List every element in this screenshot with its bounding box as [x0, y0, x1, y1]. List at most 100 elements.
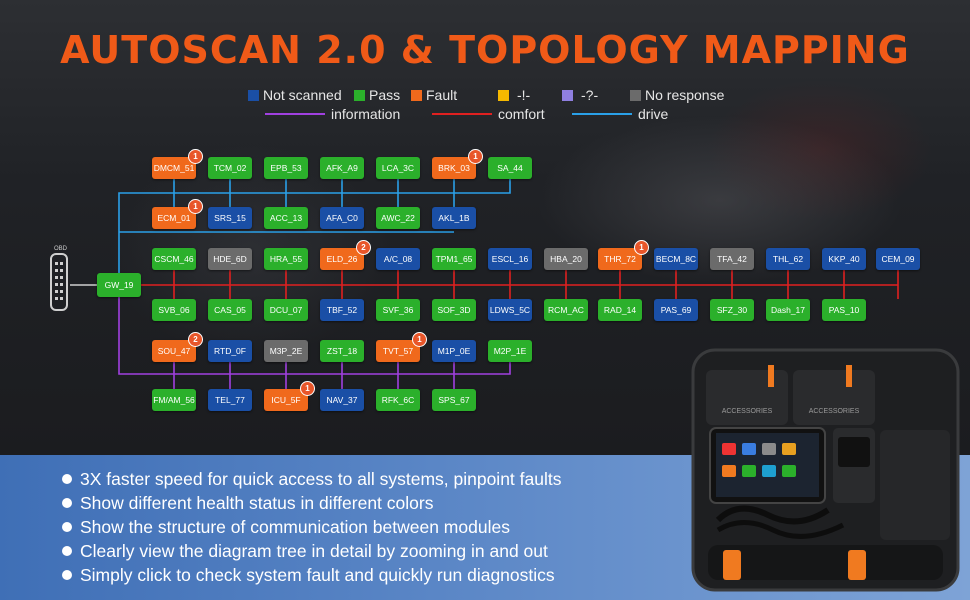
- module-label: AWC_22: [381, 213, 415, 223]
- module-node[interactable]: THL_62: [766, 248, 810, 270]
- legend-information: information: [265, 106, 400, 122]
- module-node[interactable]: SVF_36: [376, 299, 420, 321]
- module-node[interactable]: A/C_08: [376, 248, 420, 270]
- module-node[interactable]: LDWS_5C: [488, 299, 532, 321]
- legend-label: information: [331, 106, 401, 122]
- module-label: SFZ_30: [716, 305, 748, 315]
- module-node[interactable]: KKP_40: [822, 248, 866, 270]
- module-node[interactable]: SA_44: [488, 157, 532, 179]
- module-label: TVT_57: [382, 346, 414, 356]
- module-node[interactable]: TBF_52: [320, 299, 364, 321]
- legend-pass: Pass: [354, 87, 400, 103]
- module-node[interactable]: PAS_10: [822, 299, 866, 321]
- module-label: HDE_6D: [213, 254, 247, 264]
- module-node[interactable]: RCM_AC: [544, 299, 588, 321]
- scan-tool-case-image: ACCESSORIES ACCESSORIES: [691, 348, 960, 592]
- module-label: AFA_C0: [326, 213, 358, 223]
- feature-text: Clearly view the diagram tree in detail …: [80, 540, 548, 561]
- bullet-icon: [62, 522, 72, 532]
- module-label: GW_19: [104, 280, 134, 290]
- module-node[interactable]: NAV_37: [320, 389, 364, 411]
- module-node[interactable]: Dash_17: [766, 299, 810, 321]
- module-label: THR_72: [604, 254, 636, 264]
- module-label: DMCM_51: [153, 163, 195, 173]
- legend-no-response: No response: [630, 87, 724, 103]
- module-node[interactable]: LCA_3C: [376, 157, 420, 179]
- module-node[interactable]: AFA_C0: [320, 207, 364, 229]
- module-node[interactable]: HDE_6D: [208, 248, 252, 270]
- module-node[interactable]: RTD_0F: [208, 340, 252, 362]
- case-label: ACCESSORIES: [809, 408, 860, 415]
- feature-text: 3X faster speed for quick access to all …: [80, 468, 562, 489]
- gateway-module[interactable]: GW_19: [97, 273, 141, 297]
- module-node[interactable]: M2P_1E: [488, 340, 532, 362]
- module-node[interactable]: TEL_77: [208, 389, 252, 411]
- module-node[interactable]: HBA_20: [544, 248, 588, 270]
- module-label: NAV_37: [326, 395, 358, 405]
- fault-count-badge: 1: [634, 240, 649, 255]
- module-node[interactable]: AWC_22: [376, 207, 420, 229]
- module-node[interactable]: ESCL_16: [488, 248, 532, 270]
- feature-item: Show different health status in differen…: [62, 491, 561, 515]
- fault-count-badge: 2: [188, 332, 203, 347]
- module-node[interactable]: FM/AM_56: [152, 389, 196, 411]
- module-label: M2P_1E: [493, 346, 527, 356]
- module-node[interactable]: CAS_05: [208, 299, 252, 321]
- module-node[interactable]: CSCM_46: [152, 248, 196, 270]
- legend-label: drive: [638, 106, 669, 122]
- fault-count-badge: 2: [356, 240, 371, 255]
- module-node[interactable]: ACC_13: [264, 207, 308, 229]
- module-node[interactable]: EPB_53: [264, 157, 308, 179]
- case-label: ACCESSORIES: [722, 408, 773, 415]
- module-label: M3P_2E: [269, 346, 303, 356]
- legend-label: Fault: [426, 87, 458, 103]
- module-node[interactable]: SRS_15: [208, 207, 252, 229]
- legend-line-swatch: [432, 113, 492, 115]
- module-label: DCU_07: [269, 305, 303, 315]
- module-node[interactable]: RAD_14: [598, 299, 642, 321]
- module-node[interactable]: TFA_42: [710, 248, 754, 270]
- module-label: KKP_40: [828, 254, 860, 264]
- module-node[interactable]: AKL_1B: [432, 207, 476, 229]
- module-node[interactable]: DCU_07: [264, 299, 308, 321]
- module-node[interactable]: RFK_6C: [376, 389, 420, 411]
- module-node[interactable]: HRA_55: [264, 248, 308, 270]
- module-label: FM/AM_56: [153, 395, 195, 405]
- obd-connector-icon: [50, 253, 68, 311]
- feature-item: Simply click to check system fault and q…: [62, 563, 561, 587]
- module-label: LCA_3C: [381, 163, 415, 173]
- module-label: RFK_6C: [381, 395, 415, 405]
- module-label: AKL_1B: [438, 213, 470, 223]
- module-node[interactable]: CEM_09: [876, 248, 920, 270]
- module-label: ELD_26: [326, 254, 358, 264]
- module-node[interactable]: PAS_69: [654, 299, 698, 321]
- module-node[interactable]: TCM_02: [208, 157, 252, 179]
- module-label: CAS_05: [214, 305, 246, 315]
- module-node[interactable]: M1P_0E: [432, 340, 476, 362]
- fault-count-badge: 1: [412, 332, 427, 347]
- module-node[interactable]: BECM_8C: [654, 248, 698, 270]
- feature-item: Clearly view the diagram tree in detail …: [62, 539, 561, 563]
- module-label: RAD_14: [603, 305, 637, 315]
- module-node[interactable]: AFK_A9: [320, 157, 364, 179]
- module-node[interactable]: SOF_3D: [432, 299, 476, 321]
- legend-drive: drive: [572, 106, 668, 122]
- module-node[interactable]: M3P_2E: [264, 340, 308, 362]
- module-label: A/C_08: [383, 254, 413, 264]
- module-node[interactable]: SPS_67: [432, 389, 476, 411]
- module-node[interactable]: ZST_18: [320, 340, 364, 362]
- module-label: SVF_36: [382, 305, 414, 315]
- module-node[interactable]: TPM1_65: [432, 248, 476, 270]
- legend-swatch: [498, 89, 509, 101]
- module-node[interactable]: SFZ_30: [710, 299, 754, 321]
- legend-swatch: [411, 89, 422, 101]
- module-node[interactable]: SVB_06: [152, 299, 196, 321]
